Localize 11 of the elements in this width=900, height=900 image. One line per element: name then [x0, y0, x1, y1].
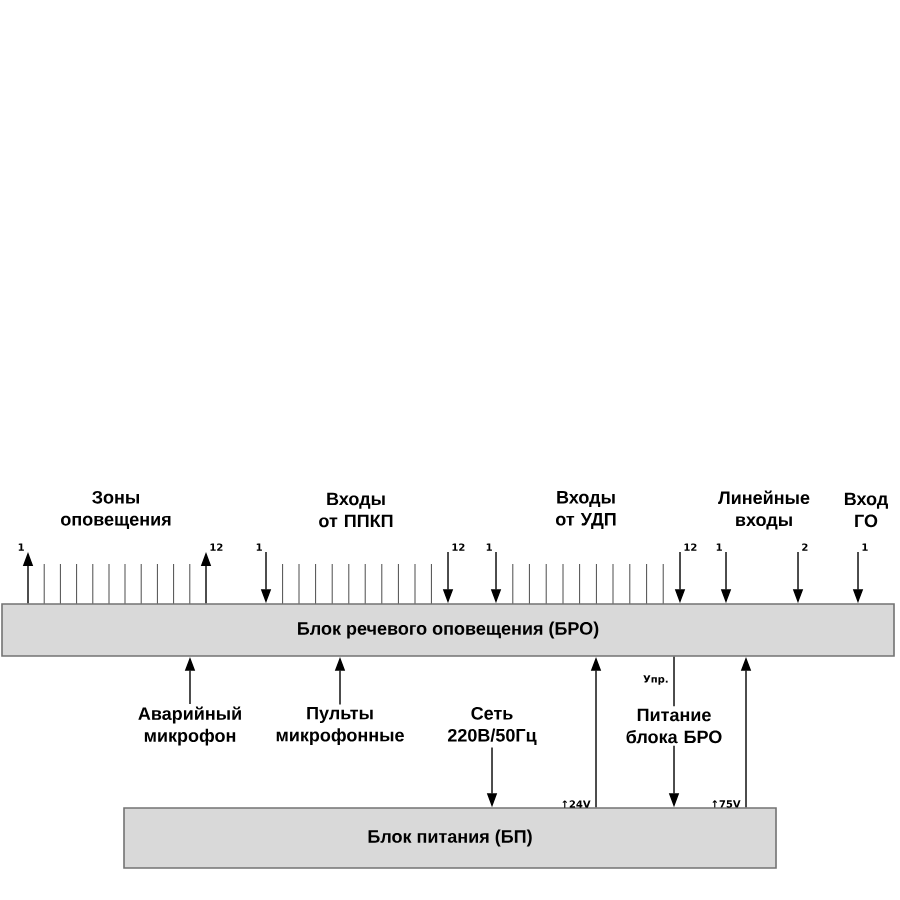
input-label: Пульты микрофонные: [276, 706, 404, 746]
group-label: Зоны оповещения: [61, 490, 171, 530]
group-label: Вход ГО: [844, 492, 888, 528]
input-label: Аварийный микрофон: [138, 706, 241, 746]
group-label: Входы от УДП: [556, 491, 616, 529]
group-label: Входы от ППКП: [319, 492, 393, 528]
group-label: Линейные входы: [718, 490, 810, 530]
input-label: Питание блока БРО: [626, 708, 722, 744]
block-box: Блок питания (БП): [123, 807, 777, 869]
block-box: Блок речевого оповещения (БРО): [1, 603, 895, 657]
input-label: Сеть 220В/50Гц: [447, 706, 537, 746]
